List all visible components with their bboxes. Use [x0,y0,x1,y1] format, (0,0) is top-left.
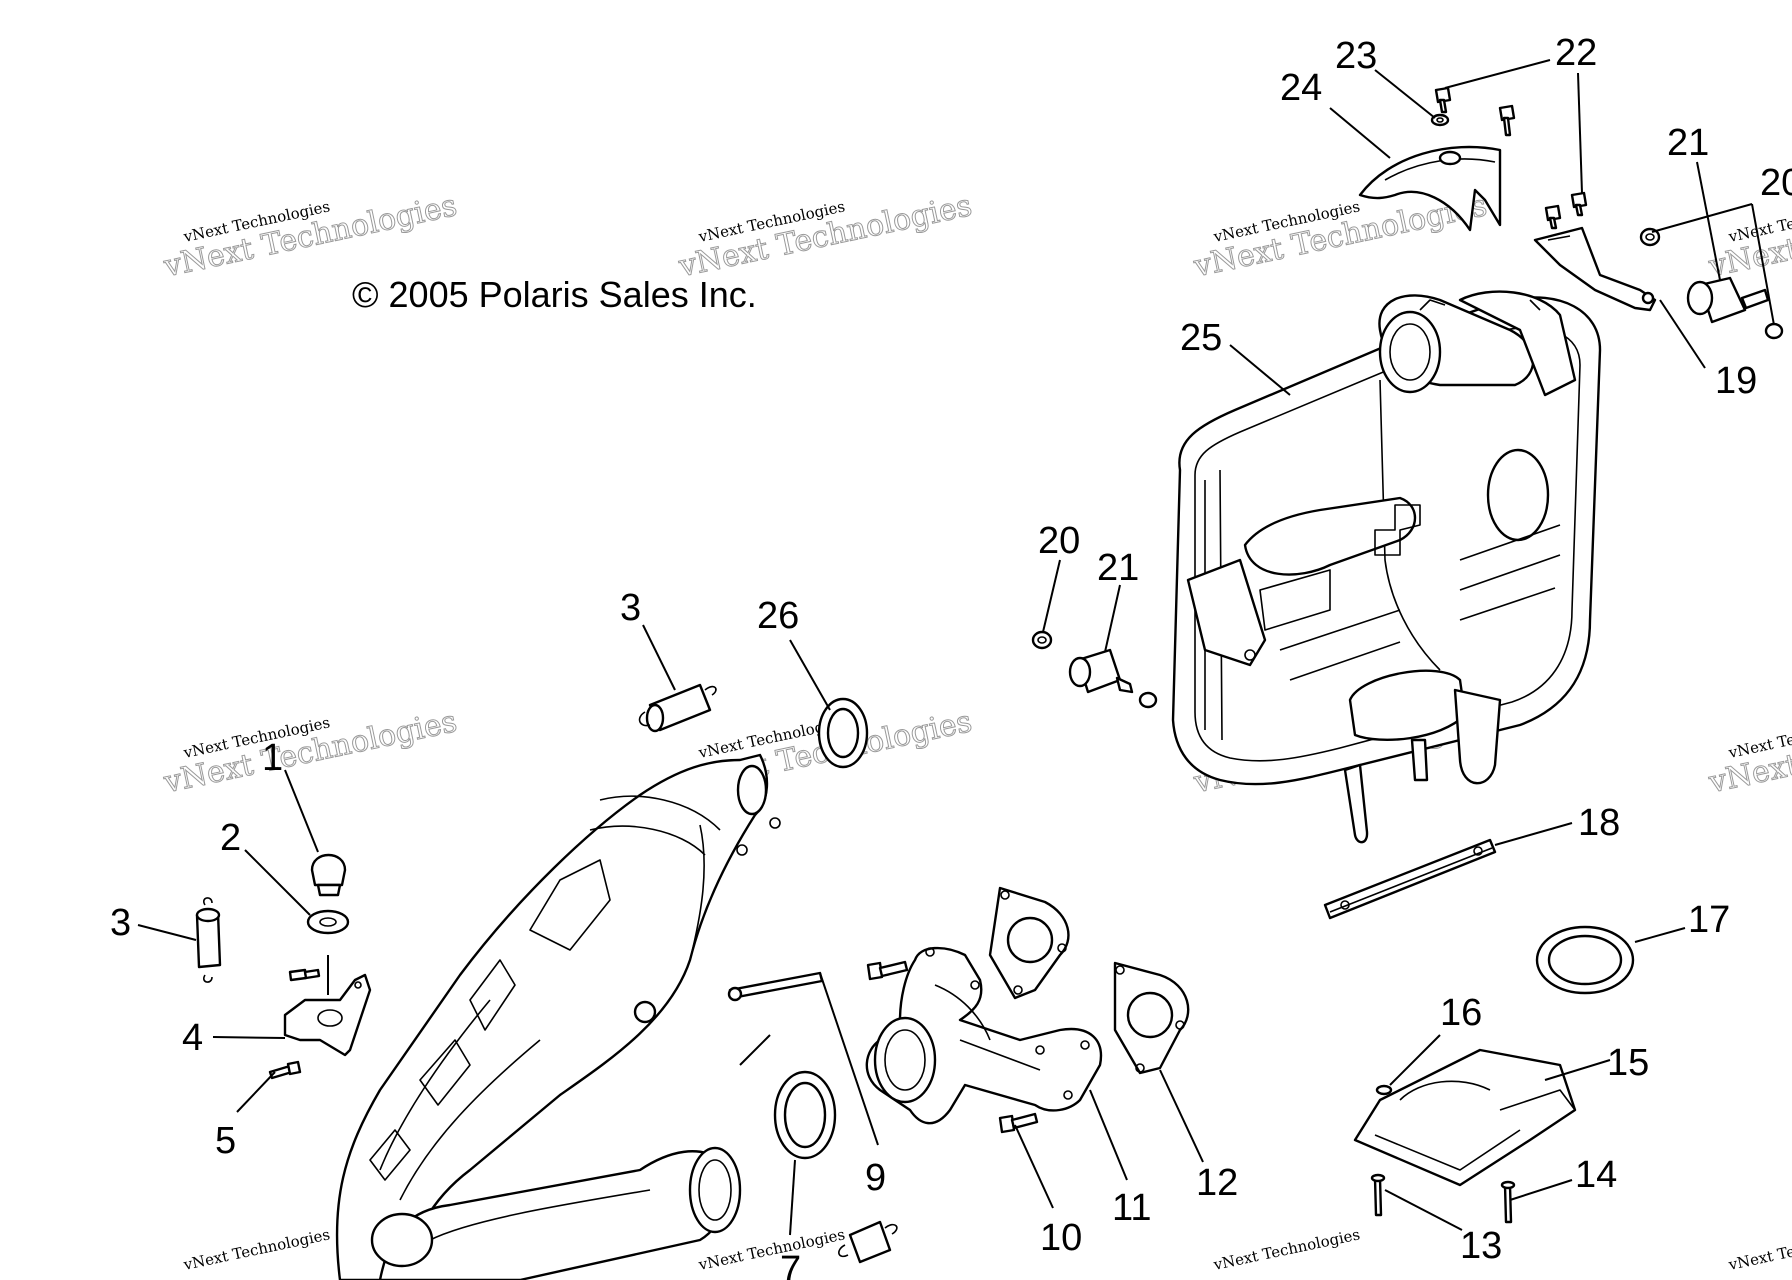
heat-plate-part-15 [1353,1048,1577,1187]
callout-11: 11 [1112,1187,1151,1229]
callout-5: 5 [215,1120,236,1162]
callout-17: 17 [1688,899,1730,941]
bolt-part-22 [1434,86,1588,230]
callout-9: 9 [865,1157,886,1199]
washer-part-2 [306,909,350,935]
isolator-part-21b [1068,648,1158,709]
cap-part-1 [310,853,347,897]
callout-1: 1 [262,737,283,779]
callout-19: 19 [1715,360,1757,402]
strap-part-18 [1323,838,1497,920]
heat-shield-part-24 [1358,145,1502,232]
watermark: vNext Technologies [1726,1225,1792,1274]
watermark: vNext Technologies [1211,1225,1361,1274]
callout-18: 18 [1578,802,1620,844]
callout-21: 21 [1097,547,1139,589]
spring-part-3b [195,897,222,983]
screw-part-13 [1370,1173,1386,1217]
callout-13: 13 [1460,1225,1502,1267]
muffler-part-25 [1171,290,1602,844]
callout-15: 15 [1607,1042,1649,1084]
screw-part-14 [1500,1180,1516,1224]
bracket-part-4 [283,968,372,1057]
callout-23: 23 [1335,35,1377,77]
gasket-part-12 [1113,961,1190,1075]
seal-part-7 [773,1070,837,1160]
callout-21: 21 [1667,122,1709,164]
callout-16: 16 [1440,992,1482,1034]
svg-text:vNext Technologies: vNext Technologies [181,1225,331,1274]
callout-25: 25 [1180,317,1222,359]
callout-26: 26 [757,595,799,637]
callout-20: 20 [1038,520,1080,562]
watermark: vNext Technologies vNext Technologies [675,188,976,285]
copyright-notice: © 2005 Polaris Sales Inc. [352,274,757,315]
callout-2: 2 [220,817,241,859]
seal-part-26 [817,697,869,769]
leader-lines [137,59,1775,1236]
watermark: vNext Technologies vNext Technologies [1705,704,1792,801]
washer-part-23 [1430,113,1450,127]
callout-24: 24 [1280,67,1322,109]
spring-part-3a [638,683,717,733]
exhaust-y-pipe [370,1146,742,1280]
nut-part-20b [1031,630,1053,650]
callout-3: 3 [110,902,131,944]
isolator-part-21 [1686,276,1770,324]
bracket-part-19 [1533,226,1657,312]
bolt-part-10 [866,960,1039,1134]
watermark: vNext Technologies vNext Technologies [160,188,461,285]
gasket-part-11 [988,886,1070,1000]
svg-text:vNext Technologies: vNext Technologies [1726,1225,1792,1274]
exhaust-pipe [335,753,781,1280]
callout-14: 14 [1575,1154,1617,1196]
spring-part-3c [838,1220,898,1264]
svg-text:vNext Technologies: vNext Technologies [1211,1225,1361,1274]
clip-part-16 [1375,1084,1393,1096]
callout-7: 7 [780,1249,801,1280]
callout-12: 12 [1196,1162,1238,1204]
watermark: vNext Technologies vNext Technologies [160,704,461,801]
manifold [865,946,1103,1125]
callouts: 1 2 3 3 4 5 7 9 10 11 12 13 14 15 16 17 … [110,32,1792,1280]
callout-22: 22 [1555,32,1597,74]
callout-10: 10 [1040,1217,1082,1259]
callout-4: 4 [182,1017,203,1059]
watermark: vNext Technologies [181,1225,331,1274]
bolt-part-5 [268,1060,302,1080]
rod-part-9 [727,971,824,1002]
callout-3: 3 [620,587,641,629]
grommet-part-17 [1535,925,1635,995]
callout-20: 20 [1760,162,1792,204]
